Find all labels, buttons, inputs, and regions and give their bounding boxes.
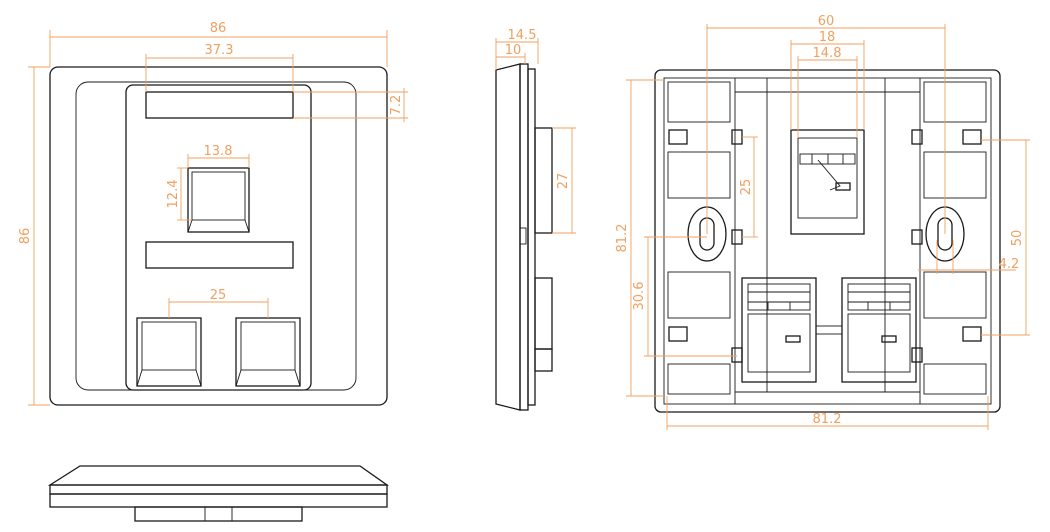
rear-frame-inner <box>663 77 992 405</box>
dim-single-port-height-label: 12.4 <box>166 180 181 209</box>
rear-frame-outer <box>654 69 1001 413</box>
bottom-view <box>47 465 390 522</box>
dim-rear-lower-offset: 30.6 <box>632 236 737 357</box>
front-view: 86 86 37.3 7.2 13.8 <box>18 21 408 406</box>
dim-label-window-width: 37.3 <box>145 43 294 92</box>
dim-front-height: 86 <box>18 66 50 406</box>
dim-side-total-depth: 14.5 <box>495 28 539 70</box>
dim-rear-module-height-label: 25 <box>739 179 754 196</box>
rear-bottom-module-left <box>741 277 817 383</box>
dim-single-port-width: 13.8 <box>187 144 250 168</box>
dim-rear-module-width: 18 <box>790 30 865 130</box>
rear-view: 60 18 14.8 25 81.2 <box>615 14 1030 430</box>
front-dual-port-left <box>136 317 202 387</box>
side-view: 14.5 10 27 <box>495 28 576 411</box>
front-dual-port-right <box>235 317 301 387</box>
dim-rear-frame-width-label: 81.2 <box>813 412 842 427</box>
dim-rear-mount-spacing: 60 <box>706 14 946 234</box>
front-single-port <box>187 167 250 233</box>
dim-rear-clip-offset: 4.2 <box>918 240 1019 274</box>
dim-side-plate-depth: 10 <box>496 43 526 64</box>
dim-dual-port-pitch-label: 25 <box>210 288 227 303</box>
rear-top-module <box>790 129 865 235</box>
front-middle-label-window <box>145 241 294 269</box>
dim-rear-frame-height-label: 81.2 <box>615 224 630 253</box>
dim-label-window-width-label: 37.3 <box>205 43 234 58</box>
dim-rear-module-height: 25 <box>739 136 758 238</box>
front-faceplate-outer <box>49 66 388 406</box>
front-faceplate-inner <box>75 81 357 391</box>
front-insert-panel <box>125 84 312 391</box>
dim-rear-module-inner-width: 14.8 <box>797 46 858 138</box>
dim-rear-frame-width: 81.2 <box>666 396 989 430</box>
dim-rear-clip-spacing-label: 50 <box>1010 230 1025 247</box>
dim-front-width-label: 86 <box>210 21 227 36</box>
dim-dual-port-pitch: 25 <box>168 288 269 318</box>
dim-rear-module-width-label: 18 <box>819 30 836 45</box>
dim-single-port-height: 12.4 <box>166 167 192 221</box>
dim-side-module-height-label: 27 <box>556 173 571 190</box>
dim-rear-clip-spacing: 50 <box>981 139 1030 336</box>
rear-bottom-module-right <box>841 277 917 383</box>
dim-rear-module-inner-width-label: 14.8 <box>813 46 842 61</box>
dim-side-plate-depth-label: 10 <box>505 43 522 58</box>
dim-front-height-label: 86 <box>18 228 33 245</box>
dim-front-width: 86 <box>49 21 388 67</box>
dim-label-window-height: 7.2 <box>293 88 408 122</box>
dim-rear-clip-offset-label: 4.2 <box>999 257 1020 272</box>
dim-rear-frame-height: 81.2 <box>615 79 664 397</box>
dim-side-module-height: 27 <box>552 127 576 234</box>
dim-label-window-height-label: 7.2 <box>389 95 404 116</box>
front-label-window <box>145 91 294 119</box>
dim-rear-mount-spacing-label: 60 <box>818 14 835 29</box>
dim-side-total-depth-label: 14.5 <box>508 28 537 43</box>
dim-single-port-width-label: 13.8 <box>204 144 233 159</box>
dim-rear-lower-offset-label: 30.6 <box>632 282 647 311</box>
